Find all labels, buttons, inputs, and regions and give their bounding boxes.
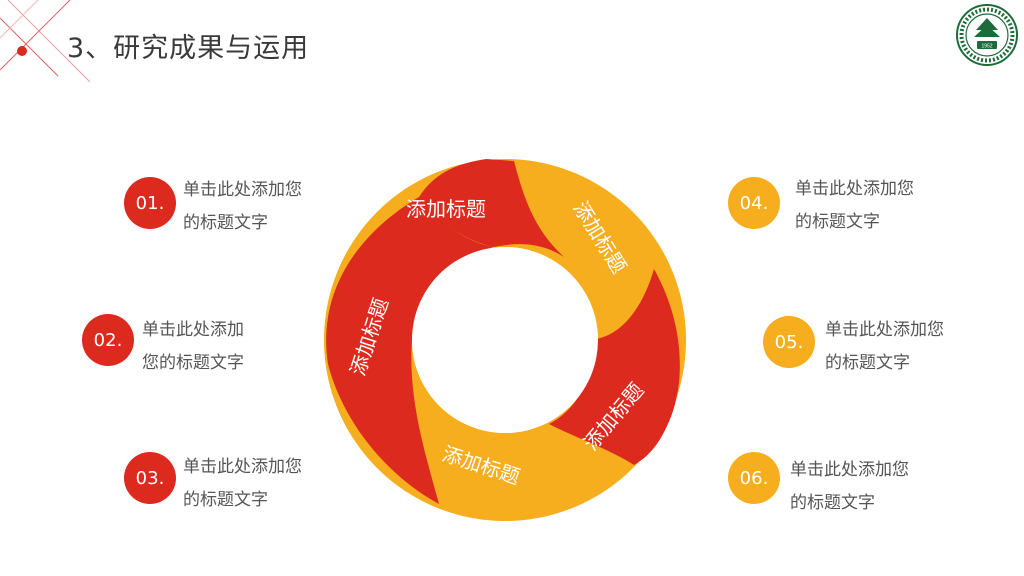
logo-year: 1952 (981, 44, 992, 50)
badge-02: 02. (82, 314, 134, 366)
badge-03: 03. (124, 452, 176, 504)
item-06-line1: 单击此处添加您 (790, 460, 909, 480)
corner-decoration (0, 0, 90, 83)
item-02-text: 单击此处添加 您的标题文字 (142, 314, 244, 380)
item-03-line1: 单击此处添加您 (183, 457, 302, 477)
ring-segment-red-3 (549, 269, 680, 465)
cycle-ring-diagram: 添加标题 添加标题 添加标题 添加标题 添加标题 (324, 159, 686, 521)
item-03-text: 单击此处添加您 的标题文字 (183, 451, 302, 517)
item-01-line1: 单击此处添加您 (183, 180, 302, 200)
item-04-line2: 的标题文字 (795, 212, 880, 232)
item-01-text: 单击此处添加您 的标题文字 (183, 174, 302, 240)
badge-01: 01. (124, 177, 176, 229)
ring-label-top: 添加标题 (406, 197, 486, 221)
university-logo-icon: 1952 (956, 4, 1018, 66)
item-03-line2: 的标题文字 (183, 490, 268, 510)
item-05-line1: 单击此处添加您 (825, 320, 944, 340)
item-04-line1: 单击此处添加您 (795, 179, 914, 199)
badge-06: 06. (728, 452, 780, 504)
item-02-line2: 您的标题文字 (142, 353, 244, 373)
red-dot-icon (17, 46, 27, 56)
item-05-text: 单击此处添加您 的标题文字 (825, 314, 944, 380)
badge-05: 05. (763, 316, 815, 368)
item-01-line2: 的标题文字 (183, 213, 268, 233)
item-04-text: 单击此处添加您 的标题文字 (795, 173, 914, 239)
ring-segment-red-1 (419, 159, 564, 257)
item-06-line2: 的标题文字 (790, 493, 875, 513)
item-02-line1: 单击此处添加 (142, 320, 244, 340)
item-05-line2: 的标题文字 (825, 353, 910, 373)
badge-04: 04. (728, 177, 780, 229)
item-06-text: 单击此处添加您 的标题文字 (790, 454, 909, 520)
ring-segment-red-2 (326, 197, 494, 504)
page-title: 3、研究成果与运用 (67, 33, 310, 64)
